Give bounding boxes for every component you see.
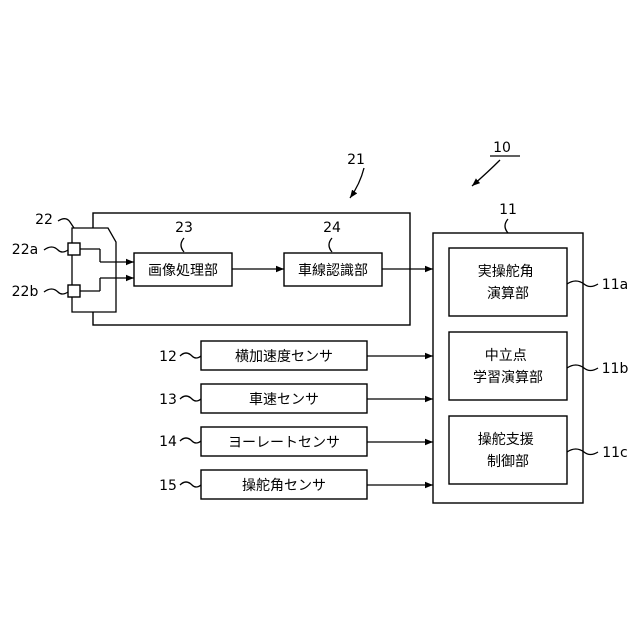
ref-leader-controller [505,219,508,233]
ref-label-image-processing: 23 [175,220,193,236]
actual-angle-calc-line1: 実操舵角 [478,264,534,280]
ref-label-camera-unit: 21 [347,152,365,168]
steering-angle-sensor-label: 操舵角センサ [242,478,326,494]
ref-label-camera-b: 22b [12,284,39,300]
ref-leader-yaw-rate [180,438,201,443]
vehicle-speed-sensor-label: 車速センサ [249,391,319,408]
ref-label-vehicle-speed: 13 [159,392,177,408]
camera-22a-icon [68,243,80,255]
ref-leader-camera-b [44,289,68,294]
image-processing-label: 画像処理部 [148,263,218,279]
ref-leader-lateral-accel [180,353,201,358]
steering-assist-line1: 操舵支援 [478,432,534,448]
neutral-learning-block [449,332,567,400]
ref-leader-vehicle-speed [180,396,201,401]
steering-assist-block [449,416,567,484]
ref-label-lane-recognition: 24 [323,220,341,236]
lane-recognition-label: 車線認識部 [298,262,368,279]
ref-label-system: 10 [493,140,511,156]
ref-arrow-system [472,160,500,186]
ref-leader-steering-angle [180,482,201,487]
ref-label-11b: 11b [602,361,629,377]
yaw-rate-sensor-label: ヨーレートセンサ [228,435,340,451]
ref-label-11a: 11a [602,277,628,293]
neutral-learning-line1: 中立点 [485,348,527,364]
camera-housing [72,228,116,312]
ref-arrow-camera-unit [350,168,364,198]
lateral-accel-sensor-label: 横加速度センサ [235,349,333,365]
ref-label-camera: 22 [35,212,53,228]
ref-label-11c: 11c [602,445,628,461]
actual-angle-calc-block [449,248,567,316]
ref-label-camera-a: 22a [12,242,38,258]
ref-label-controller: 11 [499,202,517,218]
ref-label-lateral-accel: 12 [159,349,177,365]
ref-label-yaw-rate: 14 [159,434,177,450]
actual-angle-calc-line2: 演算部 [487,286,529,302]
steering-assist-line2: 制御部 [487,454,529,470]
neutral-learning-line2: 学習演算部 [473,370,543,386]
ref-leader-camera [58,219,74,228]
camera-22b-icon [68,285,80,297]
ref-leader-camera-a [44,247,68,252]
ref-label-steering-angle: 15 [159,478,177,494]
